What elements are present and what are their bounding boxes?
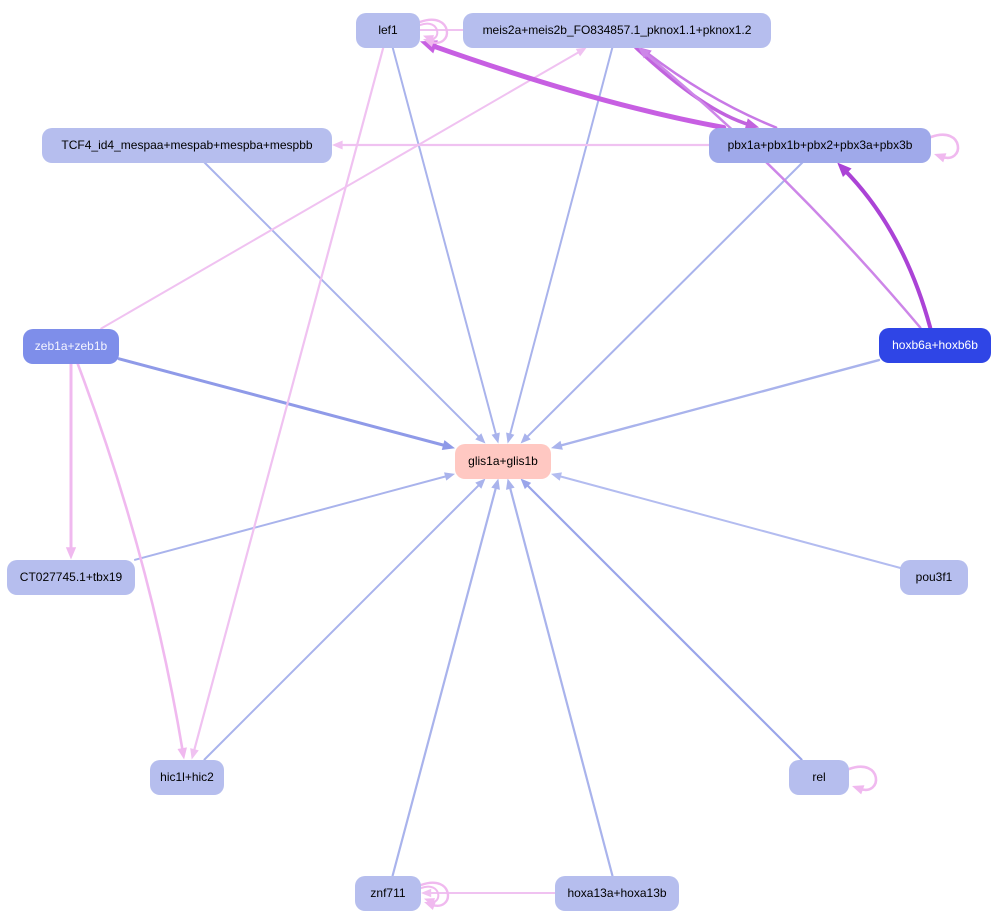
edge-lef1-to-hic1l — [192, 46, 385, 754]
edge-pbx1a-to-lef1 — [428, 42, 727, 130]
edge-hoxb6a-to-meis2a-arrowhead — [638, 47, 650, 59]
node-label-ct027745: CT027745.1+tbx19 — [19, 570, 123, 584]
node-hoxa13a[interactable]: hoxa13a+hoxa13b — [555, 875, 679, 911]
node-rel[interactable]: rel — [789, 759, 849, 795]
node-label-pbx1a: pbx1a+pbx1b+pbx2+pbx3a+pbx3b — [727, 138, 913, 152]
edge-pbx1a-to-meis2a — [644, 51, 778, 129]
node-label-rel: rel — [812, 770, 826, 784]
edge-pbx1a-self-arrowhead — [934, 153, 947, 163]
edge-zeb1a-to-hic1l — [76, 362, 185, 753]
node-lef1[interactable]: lef1 — [356, 12, 420, 48]
edge-zeb1a-to-ct027745-arrowhead — [65, 547, 77, 560]
edge-ct027745-to-glis1a-arrowhead — [444, 472, 455, 481]
node-label-lef1: lef1 — [378, 23, 398, 37]
edge-lef1-to-glis1a — [391, 46, 498, 438]
edge-rel-to-glis1a-arrowhead — [520, 478, 532, 490]
edge-pbx1a-self — [929, 133, 960, 160]
node-label-glis1a: glis1a+glis1b — [468, 454, 538, 468]
node-label-hoxb6a: hoxb6a+hoxb6b — [892, 338, 978, 352]
edge-meis2a-to-glis1a — [508, 46, 614, 438]
edge-zeb1a-to-glis1a — [117, 357, 449, 448]
edge-hoxb6a-to-meis2a — [642, 51, 922, 329]
edge-pbx1a-to-glis1a-arrowhead — [520, 433, 531, 444]
node-hoxb6a[interactable]: hoxb6a+hoxb6b — [879, 327, 991, 363]
edge-hoxb6a-to-glis1a-arrowhead — [551, 440, 563, 450]
edge-hic1l-to-glis1a-arrowhead — [475, 478, 486, 489]
node-ct027745[interactable]: CT027745.1+tbx19 — [7, 559, 135, 595]
edge-hoxb6a-to-pbx1a — [842, 167, 933, 330]
edge-hoxb6a-to-glis1a — [557, 358, 881, 448]
edge-lef1-to-hic1l-arrowhead — [190, 748, 199, 760]
edge-rel-self — [847, 765, 878, 792]
edge-lef1-self-arrowhead — [423, 35, 435, 44]
node-label-hoxa13a: hoxa13a+hoxa13b — [567, 886, 667, 900]
edge-meis2a-to-pbx1a-arrowhead — [744, 118, 760, 130]
node-label-tcf4: TCF4_id4_mespaa+mespab+mespba+mespbb — [61, 138, 313, 152]
edge-rel-self-arrowhead — [852, 785, 865, 795]
node-label-hic1l: hic1l+hic2 — [160, 770, 214, 784]
edge-znf711-self-arrowhead — [424, 898, 436, 907]
edge-znf711-self — [419, 881, 450, 907]
node-glis1a[interactable]: glis1a+glis1b — [455, 443, 551, 479]
edge-hic1l-to-glis1a — [203, 482, 482, 761]
edge-hoxa13a-to-glis1a-arrowhead — [506, 478, 515, 490]
edge-zeb1a-to-meis2a-arrowhead — [575, 47, 587, 57]
edge-meis2a-to-glis1a-arrowhead — [506, 432, 515, 444]
edge-hoxb6a-to-pbx1a-arrowhead — [837, 162, 852, 178]
edge-zeb1a-to-hic1l-arrowhead — [177, 747, 187, 760]
edge-pbx1a-to-tcf4-arrowhead — [332, 140, 343, 150]
edge-tcf4-to-glis1a — [203, 161, 482, 440]
edge-zeb1a-to-glis1a-arrowhead — [441, 440, 455, 451]
node-znf711[interactable]: znf711 — [355, 875, 421, 911]
edge-pbx1a-to-glis1a — [524, 161, 804, 440]
edge-lef1-self — [418, 18, 449, 44]
edge-hoxa13a-to-znf711-arrowhead — [421, 888, 432, 898]
edge-pou3f1-to-glis1a — [556, 474, 901, 569]
edge-znf711-to-glis1a-arrowhead — [491, 478, 500, 490]
node-pou3f1[interactable]: pou3f1 — [900, 559, 968, 595]
node-label-znf711: znf711 — [370, 886, 406, 900]
node-meis2a[interactable]: meis2a+meis2b_FO834857.1_pknox1.1+pknox1… — [463, 12, 771, 48]
node-hic1l[interactable]: hic1l+hic2 — [150, 759, 224, 795]
edge-hoxa13a-to-glis1a — [508, 484, 614, 877]
edge-znf711-to-glis1a — [391, 484, 498, 877]
edge-lef1-to-glis1a-arrowhead — [491, 432, 500, 444]
node-label-meis2a: meis2a+meis2b_FO834857.1_pknox1.1+pknox1… — [482, 23, 752, 37]
node-zeb1a[interactable]: zeb1a+zeb1b — [23, 328, 119, 364]
edge-rel-to-glis1a — [524, 482, 803, 761]
edge-tcf4-to-glis1a-arrowhead — [475, 433, 486, 444]
edge-zeb1a-to-meis2a — [100, 50, 582, 330]
node-tcf4[interactable]: TCF4_id4_mespaa+mespab+mespba+mespbb — [42, 127, 332, 163]
edge-ct027745-to-glis1a — [134, 474, 450, 561]
node-pbx1a[interactable]: pbx1a+pbx1b+pbx2+pbx3a+pbx3b — [709, 127, 931, 163]
node-label-pou3f1: pou3f1 — [915, 570, 953, 584]
node-label-zeb1a: zeb1a+zeb1b — [34, 339, 108, 353]
edge-pou3f1-to-glis1a-arrowhead — [551, 472, 562, 481]
